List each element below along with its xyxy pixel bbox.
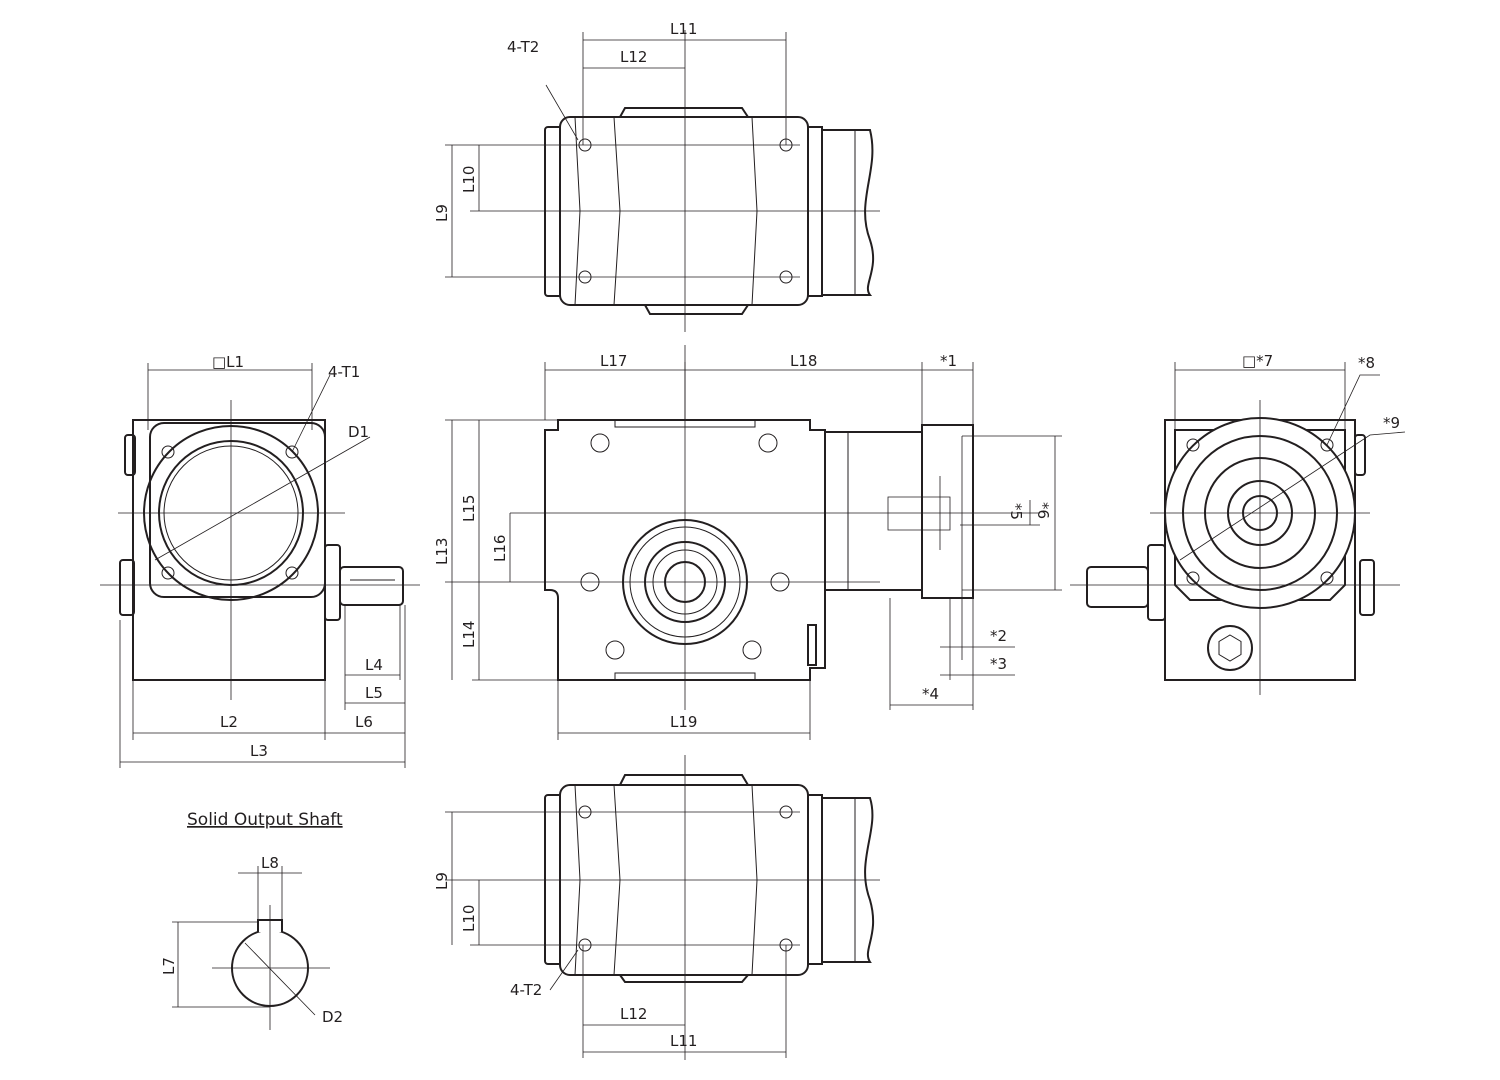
dim-star2: *2 <box>990 627 1007 645</box>
right-view: □*7 *8 *9 <box>1070 352 1406 695</box>
front-view: L17 L18 *1 L13 L15 L16 L14 L19 *2 *3 *4 … <box>433 345 1062 740</box>
solid-output-shaft-detail: Solid Output Shaft L8 L7 D2 <box>160 810 343 1030</box>
left-view: □L1 4-T1 D1 L2 L3 L4 L5 L6 <box>100 353 420 768</box>
dim-star5: *5 <box>1007 503 1025 520</box>
dim-L10-bottom: L10 <box>460 905 478 932</box>
dim-L15: L15 <box>460 495 478 522</box>
dim-L18: L18 <box>790 352 817 370</box>
dim-L13: L13 <box>433 538 451 565</box>
dim-L16: L16 <box>491 535 509 562</box>
label-4-T1: 4-T1 <box>328 363 360 381</box>
dim-star1: *1 <box>940 352 957 370</box>
dim-L2: L2 <box>220 713 238 731</box>
label-4-T2-bottom: 4-T2 <box>510 981 542 999</box>
dim-L12: L12 <box>620 48 647 66</box>
dim-L6: L6 <box>355 713 373 731</box>
section-title: Solid Output Shaft <box>187 810 343 830</box>
dim-L4: L4 <box>365 656 383 674</box>
dim-L19: L19 <box>670 713 697 731</box>
dim-D1: D1 <box>348 423 369 441</box>
dim-star9: *9 <box>1383 414 1400 432</box>
dim-L8: L8 <box>261 854 279 872</box>
bottom-view: L9 L10 L12 L11 4-T2 <box>433 755 880 1060</box>
dim-L9-bottom: L9 <box>433 872 451 890</box>
dim-star4: *4 <box>922 685 939 703</box>
dim-L1: □L1 <box>212 353 244 371</box>
dim-star3: *3 <box>990 655 1007 673</box>
dim-L12-bottom: L12 <box>620 1005 647 1023</box>
dim-D2: D2 <box>322 1008 343 1026</box>
dim-L14: L14 <box>460 621 478 648</box>
dim-star7: □*7 <box>1242 352 1273 370</box>
dim-star6: *6 <box>1034 502 1052 519</box>
dim-L11-bottom: L11 <box>670 1032 697 1050</box>
dim-star8: *8 <box>1358 354 1375 372</box>
dim-L10: L10 <box>460 166 478 193</box>
dim-L9: L9 <box>433 204 451 222</box>
dim-L17: L17 <box>600 352 627 370</box>
dim-L7: L7 <box>160 957 178 975</box>
label-4-T2: 4-T2 <box>507 38 539 56</box>
dim-L11: L11 <box>670 20 697 38</box>
dim-L3: L3 <box>250 742 268 760</box>
top-view: L11 L12 4-T2 L10 L9 <box>433 20 880 332</box>
dim-L5: L5 <box>365 684 383 702</box>
